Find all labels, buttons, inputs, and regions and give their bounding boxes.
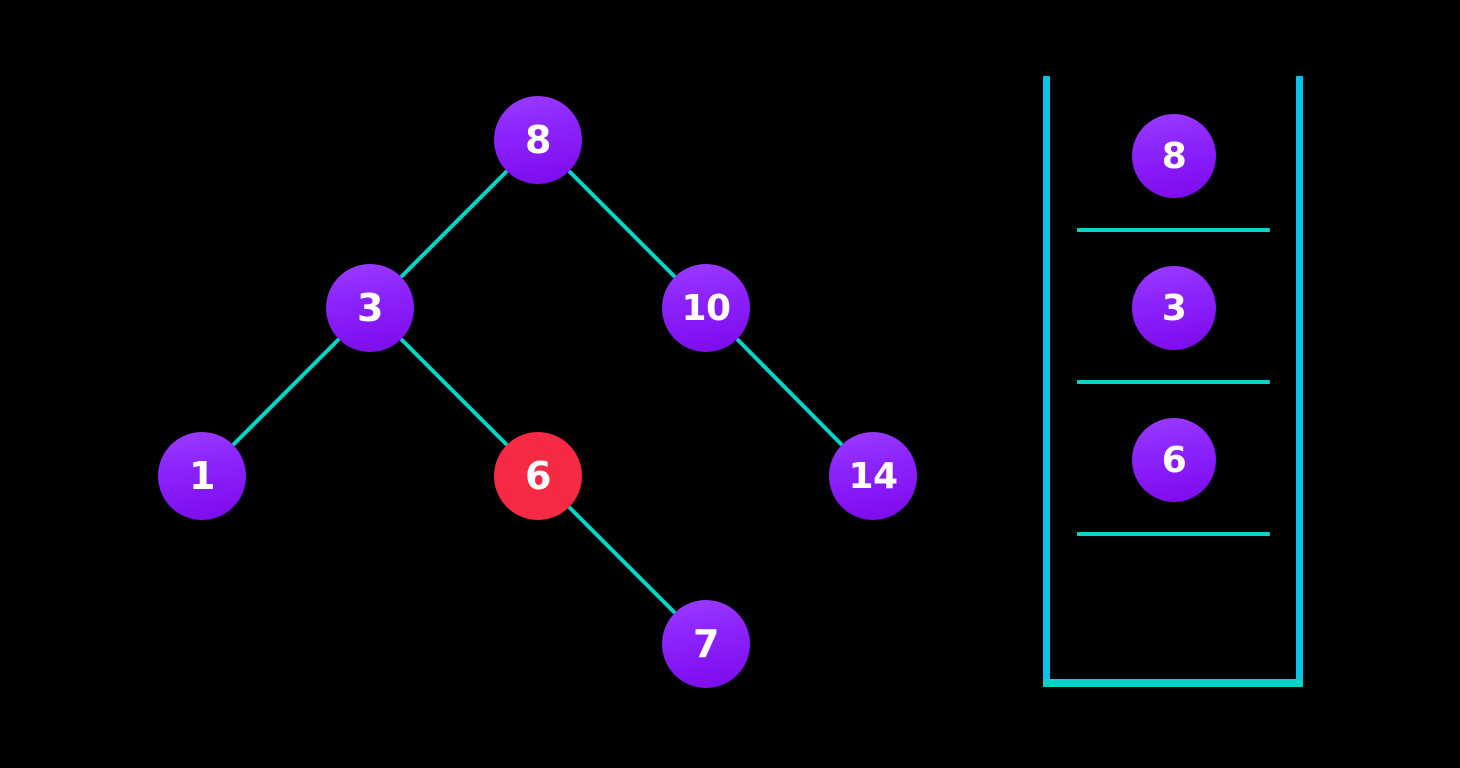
tree-node-label: 14 xyxy=(848,455,898,497)
tree-node-label: 8 xyxy=(525,118,551,162)
stack-floor xyxy=(1043,679,1303,687)
tree-node-label: 10 xyxy=(681,287,731,329)
tree-node-7[interactable]: 7 xyxy=(662,600,750,688)
stack-divider xyxy=(1077,532,1270,536)
stack-item-label: 6 xyxy=(1161,439,1187,481)
stack-item-label: 8 xyxy=(1161,135,1187,177)
stack-divider xyxy=(1077,228,1270,232)
stack-item-label: 3 xyxy=(1161,287,1187,329)
tree-node-3[interactable]: 3 xyxy=(326,264,414,352)
stack-item-6[interactable]: 6 xyxy=(1132,418,1216,502)
tree-node-10[interactable]: 10 xyxy=(662,264,750,352)
stack-item-3[interactable]: 3 xyxy=(1132,266,1216,350)
tree-node-14[interactable]: 14 xyxy=(829,432,917,520)
tree-node-6[interactable]: 6 xyxy=(494,432,582,520)
tree-node-label: 3 xyxy=(357,286,383,330)
stack-left-wall xyxy=(1043,76,1050,687)
tree-node-1[interactable]: 1 xyxy=(158,432,246,520)
tree-node-8[interactable]: 8 xyxy=(494,96,582,184)
stack-right-wall xyxy=(1296,76,1303,687)
tree-node-label: 6 xyxy=(525,454,551,498)
stack-divider xyxy=(1077,380,1270,384)
tree-node-label: 7 xyxy=(693,622,719,666)
stack-item-8[interactable]: 8 xyxy=(1132,114,1216,198)
tree-node-label: 1 xyxy=(189,454,215,498)
